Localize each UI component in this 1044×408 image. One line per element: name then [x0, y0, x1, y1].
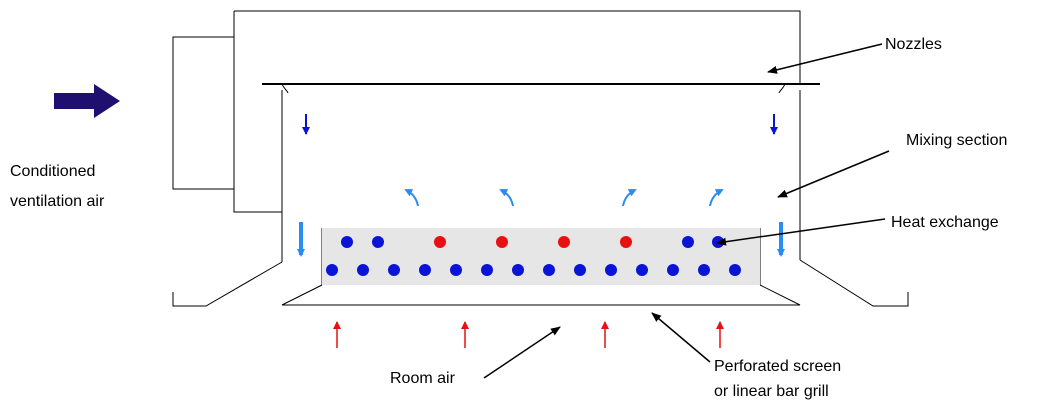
coil-tube-cold	[419, 264, 431, 276]
coil-tube-hot	[558, 236, 570, 248]
nozzles-leader	[767, 43, 883, 74]
coil-tube-cold	[512, 264, 524, 276]
coil-tube-cold	[574, 264, 586, 276]
heat-exchange-coil	[322, 228, 760, 285]
plenum-box	[233, 10, 801, 213]
room-air-label: Room air	[390, 370, 456, 387]
coil-tube-cold	[341, 236, 353, 248]
coil-tube-cold	[481, 264, 493, 276]
screen-label: or linear bar grill	[714, 383, 829, 400]
screen-leader	[651, 312, 711, 363]
room-air-leader	[483, 326, 561, 379]
mixing-arrow	[499, 189, 514, 207]
supply-air-arrow	[54, 84, 120, 118]
coil-tube-cold	[543, 264, 555, 276]
right-wing	[799, 259, 909, 307]
screen-label: Perforated screen	[714, 358, 841, 375]
coil-tube-cold	[326, 264, 338, 276]
left-nozzle	[281, 83, 289, 94]
coil-tube-hot	[496, 236, 508, 248]
coil-tube-cold	[729, 264, 741, 276]
mixing-arrow	[709, 189, 724, 207]
coil-tube-cold	[682, 236, 694, 248]
coil-tubes	[326, 236, 741, 276]
coil-tube-cold	[388, 264, 400, 276]
nozzles-label: Nozzles	[885, 36, 942, 53]
supply-label: ventilation air	[10, 193, 105, 210]
heat-exchange-label: Heat exchange	[891, 214, 999, 231]
coil-tube-cold	[667, 264, 679, 276]
right-nozzle	[778, 83, 786, 94]
mixing-arrow	[404, 189, 419, 207]
inlet-duct	[172, 36, 234, 190]
mixing-leader	[777, 150, 890, 198]
heat-exchange-leader	[716, 218, 886, 246]
coil-tube-cold	[357, 264, 369, 276]
coil-tube-cold	[605, 264, 617, 276]
coil-tube-cold	[636, 264, 648, 276]
coil-tube-cold	[698, 264, 710, 276]
coil-tube-cold	[372, 236, 384, 248]
coil-tube-hot	[620, 236, 632, 248]
supply-label: Conditioned	[10, 163, 95, 180]
left-wing	[172, 261, 283, 307]
coil-tube-hot	[434, 236, 446, 248]
mixing-section-label: Mixing section	[906, 132, 1007, 149]
mixing-arrow	[622, 189, 637, 207]
screen	[281, 284, 801, 306]
coil-tube-cold	[450, 264, 462, 276]
housing	[172, 10, 909, 307]
